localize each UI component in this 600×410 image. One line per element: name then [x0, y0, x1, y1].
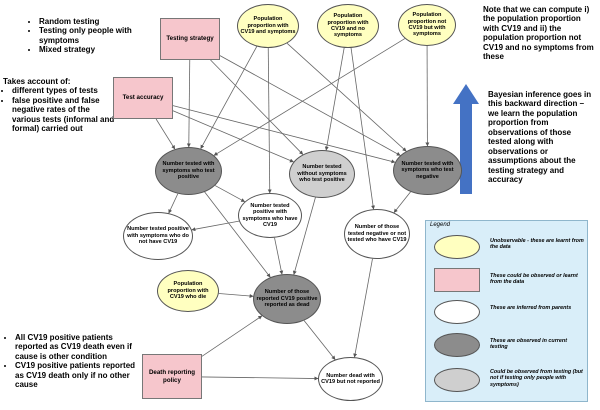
- node-positive-symptoms-have-cv19: Number tested positive with symptoms who…: [238, 193, 302, 238]
- edge-tested-no-symptoms-positive-to-reported-dead: [292, 197, 316, 275]
- legend-label-unobservable: Unobservable - these are learnt from the…: [490, 238, 584, 251]
- edge-pop-cv19-die-to-reported-dead: [218, 293, 254, 298]
- strategy-option: Mixed strategy: [39, 45, 170, 54]
- backward-inference-arrow-icon: [453, 84, 479, 194]
- edge-pop-cv19-symptoms-to-positive-symptoms-have-cv19: [267, 47, 272, 194]
- node-testing-strategy: Testing strategy: [160, 18, 220, 60]
- accuracy-point: different types of tests: [12, 86, 115, 95]
- edge-death-reporting-policy-to-dead-not-reported: [201, 376, 319, 381]
- edge-pop-cv19-no-symptoms-to-tested-no-symptoms-positive: [324, 47, 345, 151]
- reporting-option: All CV19 positive patients reported as C…: [15, 333, 144, 361]
- legend-symbol-partially-observed: [434, 368, 480, 392]
- edge-tested-symptoms-positive-to-reported-dead: [204, 191, 271, 278]
- edge-positive-symptoms-have-cv19-to-reported-dead: [274, 237, 284, 275]
- edge-positive-symptoms-have-cv19-to-positive-symptoms-not-cv19: [191, 220, 240, 232]
- edge-tested-symptoms-positive-to-positive-symptoms-have-cv19: [214, 185, 246, 203]
- edge-test-accuracy-to-tested-symptoms-negative: [172, 105, 396, 164]
- node-pop-cv19-die: Population proportion with CV19 who die: [157, 270, 219, 312]
- node-tested-no-symptoms-positive: Number tested without symptoms who test …: [289, 150, 355, 198]
- node-negative-have-cv19: Number of those tested negative or not t…: [344, 209, 410, 259]
- legend-box: Legend Unobservable - these are learnt f…: [425, 220, 588, 402]
- death-reporting-options: All CV19 positive patients reported as C…: [6, 333, 144, 390]
- legend-label-observed: These are observed in current testing: [490, 338, 567, 351]
- test-accuracy-notes: Takes account of: different types of tes…: [3, 77, 115, 134]
- node-pop-not-cv19-symptoms: Population proportion not CV19 but with …: [398, 4, 456, 46]
- legend-symbol-inferred: [434, 300, 480, 324]
- note-text: Note that we can compute i) the populati…: [483, 5, 594, 62]
- edge-testing-strategy-to-tested-symptoms-positive: [186, 59, 191, 148]
- edge-pop-cv19-no-symptoms-to-negative-have-cv19: [350, 47, 376, 210]
- reporting-option: CV19 positive patients reported as CV19 …: [15, 361, 144, 389]
- edge-test-accuracy-to-tested-no-symptoms-positive: [172, 110, 294, 163]
- legend-symbol-observable: [434, 268, 480, 292]
- node-tested-symptoms-positive: Number tested with symptoms who test pos…: [155, 147, 222, 195]
- edge-pop-cv19-symptoms-to-tested-symptoms-positive: [200, 46, 258, 150]
- node-death-reporting-policy: Death reporting policy: [142, 354, 202, 399]
- bayesian-direction-text: Bayesian inference goes in this backward…: [488, 90, 592, 184]
- edge-death-reporting-policy-to-reported-dead: [201, 315, 263, 357]
- edge-tested-symptoms-negative-to-negative-have-cv19: [393, 191, 411, 213]
- strategy-option: Random testing: [39, 17, 170, 26]
- node-tested-symptoms-negative: Number tested with symptoms who test neg…: [393, 146, 462, 195]
- edge-reported-dead-to-dead-not-reported: [303, 320, 336, 360]
- node-positive-symptoms-not-cv19: Number tested positive with symptoms who…: [123, 212, 193, 260]
- legend-label-partially-observed: Could be observed from testing (but not …: [490, 369, 583, 388]
- legend-label-inferred: These are inferred from parents: [490, 305, 572, 311]
- legend-symbol-observed: [434, 333, 480, 357]
- legend-label-observable: These could be observed or learnt from t…: [490, 273, 578, 286]
- edge-pop-cv19-symptoms-to-tested-symptoms-negative: [286, 43, 407, 152]
- edge-negative-have-cv19-to-dead-not-reported: [353, 258, 373, 358]
- edge-test-accuracy-to-tested-symptoms-positive: [155, 118, 176, 150]
- node-pop-cv19-no-symptoms: Population proportion with CV19 and no s…: [317, 4, 379, 48]
- edge-testing-strategy-to-tested-no-symptoms-positive: [210, 59, 304, 155]
- edge-tested-symptoms-positive-to-positive-symptoms-not-cv19: [168, 193, 179, 214]
- node-dead-not-reported: Number dead with CV19 but not reported: [318, 357, 383, 401]
- edge-testing-strategy-to-tested-symptoms-negative: [219, 55, 401, 156]
- legend-symbol-unobservable: [434, 235, 480, 259]
- edge-pop-not-cv19-symptoms-to-tested-symptoms-positive: [213, 38, 406, 156]
- node-pop-cv19-symptoms: Population proportion with CV19 and symp…: [237, 4, 299, 48]
- strategy-option: Testing only people with symptoms: [39, 26, 170, 45]
- node-test-accuracy: Test accuracy: [113, 77, 173, 119]
- legend-title: Legend: [430, 222, 451, 228]
- node-reported-dead: Number of those reported CV19 positive r…: [253, 274, 321, 324]
- testing-strategy-options: Random testing Testing only people with …: [30, 17, 170, 55]
- accuracy-point: false positive and false negative rates …: [12, 96, 115, 134]
- accuracy-heading: Takes account of:: [3, 77, 71, 86]
